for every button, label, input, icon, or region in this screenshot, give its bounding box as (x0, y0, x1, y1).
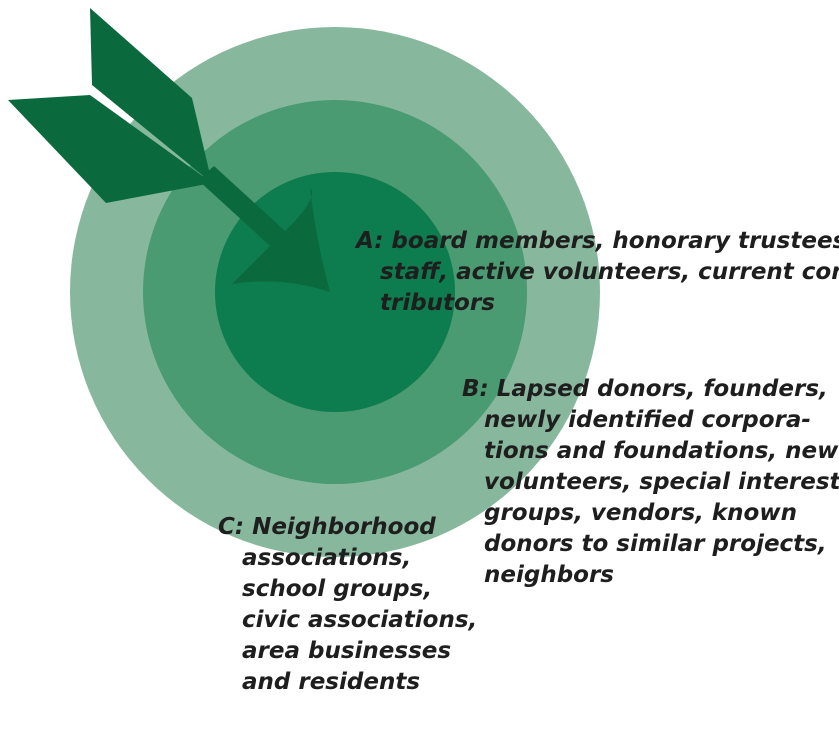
ring-a-label-line: tributors (380, 290, 495, 316)
arrow-lower-fletch (8, 95, 212, 203)
arrow-shaft (198, 166, 295, 255)
arrow-head (232, 188, 330, 292)
ring-a-label-line: A: board members, honorary trustees, (356, 228, 839, 254)
ring-b-label-line: neighbors (484, 562, 614, 588)
ring-a-label: A: board members, honorary trustees, sta… (356, 226, 839, 319)
arrow-upper-fletch (90, 8, 212, 183)
ring-c-label-line: C: Neighborhood (218, 514, 436, 540)
ring-c-label-line: associations, (242, 545, 412, 571)
ring-c-label-line: civic associations, (242, 607, 478, 633)
ring-b-label: B: Lapsed donors, founders, newly identi… (462, 374, 839, 591)
ring-b-label-line: newly identified corpora- (484, 407, 811, 433)
ring-c-label-line: and residents (242, 669, 421, 695)
ring-a-label-line: staff, active volunteers, current con- (380, 259, 839, 285)
ring-b-label-line: B: Lapsed donors, founders, (462, 376, 828, 402)
ring-b-label-line: donors to similar projects, (484, 531, 827, 557)
ring-c-label-line: school groups, (242, 576, 433, 602)
arrow-icon (8, 8, 330, 292)
ring-c-label: C: Neighborhood associations, school gro… (218, 512, 477, 698)
ring-b-label-line: volunteers, special interest (484, 469, 839, 495)
ring-b-label-line: groups, vendors, known (484, 500, 797, 526)
ring-c-label-line: area businesses (242, 638, 452, 664)
ring-b-label-line: tions and foundations, new (484, 438, 839, 464)
